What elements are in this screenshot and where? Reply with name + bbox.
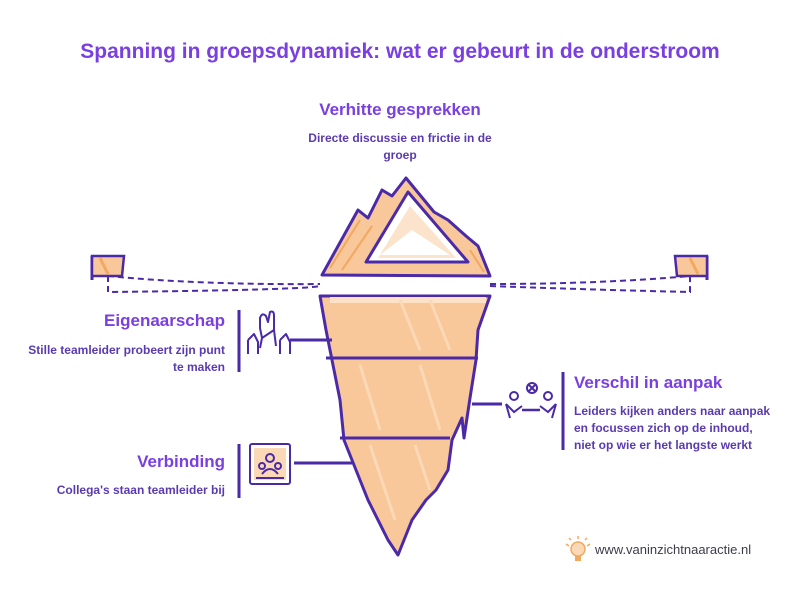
right-flag <box>673 254 709 280</box>
discussion-icon <box>505 382 557 419</box>
left-item-description-2: Collega's staan teamleider bij <box>56 483 225 497</box>
lightbulb-icon <box>565 536 591 561</box>
connectors <box>290 338 502 465</box>
left-item-heading-2: Verbinding <box>137 452 225 471</box>
top-item-heading: Verhitte gesprekken <box>319 100 481 119</box>
left-flag <box>90 254 126 280</box>
right-item-heading-1: Verschil in aanpak <box>574 373 723 392</box>
left-item-description-1: Stille teamleider probeert zijn punt te … <box>28 343 225 374</box>
raised-hands-icon <box>247 310 291 354</box>
water-line <box>107 275 691 294</box>
top-item-description: Directe discussie en frictie in de groep <box>308 131 492 162</box>
left-item-heading-1: Eigenaarschap <box>104 311 225 330</box>
iceberg-tip <box>320 176 492 278</box>
right-item-description-1: Leiders kijken anders naar aanpak en foc… <box>574 404 771 452</box>
page-title: Spanning in groepsdynamiek: wat er gebeu… <box>80 40 720 63</box>
footer-url[interactable]: www.vaninzichtnaaractie.nl <box>595 542 752 557</box>
iceberg-underwater <box>318 294 492 557</box>
group-portrait-icon <box>249 443 291 485</box>
